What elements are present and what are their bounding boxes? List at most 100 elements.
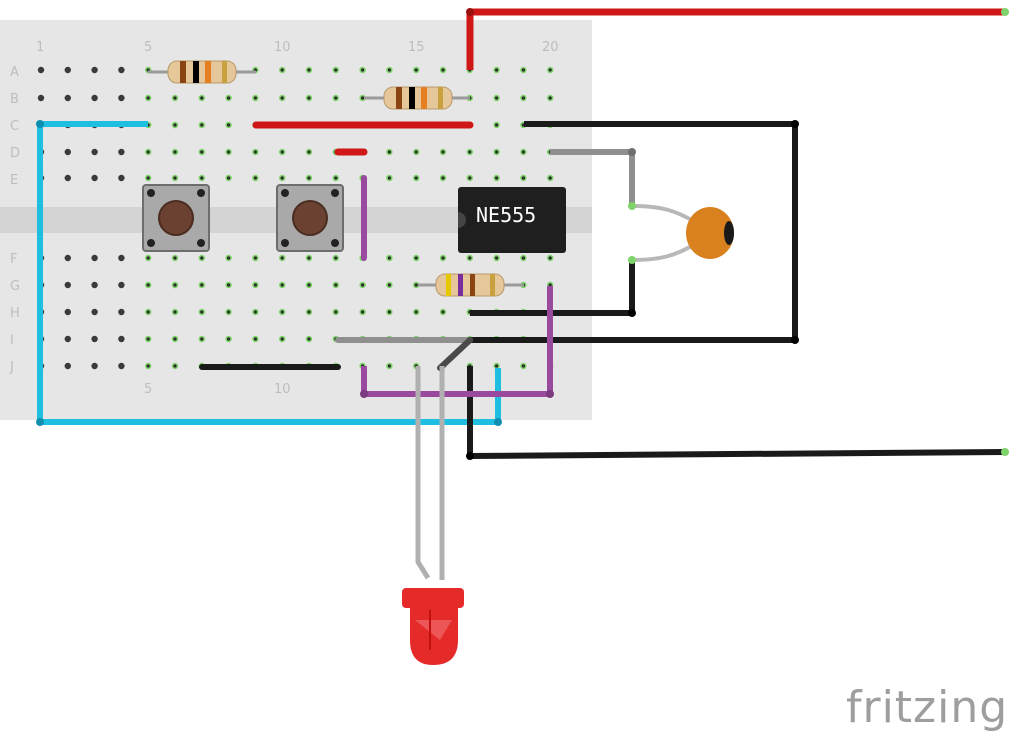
breadboard-hole-center <box>307 68 311 72</box>
breadboard-hole-center <box>521 150 526 154</box>
breadboard-hole-center <box>361 310 365 314</box>
breadboard-hole-center <box>146 310 150 314</box>
breadboard-hole-center <box>173 256 177 260</box>
breadboard-hole-center <box>253 176 257 180</box>
breadboard-hole-center <box>200 337 204 341</box>
breadboard-hole <box>64 335 72 343</box>
wire-gray-to-capacitor <box>550 148 636 205</box>
breadboard-hole-center <box>387 68 391 72</box>
row-letter-a: A <box>10 65 19 80</box>
ceramic-capacitor <box>628 202 734 264</box>
breadboard-hole-center <box>414 310 418 314</box>
breadboard-hole-center <box>441 176 445 180</box>
breadboard-hole-center <box>468 256 472 260</box>
wire-black-ground-long <box>470 120 799 344</box>
breadboard-hole-center <box>307 283 311 287</box>
breadboard-hole-center <box>495 68 499 72</box>
breadboard-hole-center <box>361 283 365 287</box>
breadboard-hole-center <box>280 176 284 180</box>
row-letter-f: F <box>10 252 17 267</box>
breadboard-hole <box>91 174 98 182</box>
breadboard-hole-center <box>414 283 418 287</box>
breadboard-hole-center <box>441 310 445 314</box>
breadboard-hole-center <box>521 176 526 180</box>
breadboard-hole-center <box>146 150 150 154</box>
breadboard-hole-center <box>280 337 284 341</box>
breadboard-hole <box>118 66 125 74</box>
breadboard-hole-center <box>173 96 177 100</box>
breadboard-hole-center <box>280 150 284 154</box>
breadboard-hole-center <box>334 96 338 100</box>
breadboard-hole-center <box>387 310 391 314</box>
wire-purple <box>360 175 554 398</box>
wire-red-power <box>466 8 1009 70</box>
column-number-15: 15 <box>408 40 425 55</box>
breadboard-hole <box>118 281 125 289</box>
breadboard-hole <box>91 254 98 262</box>
breadboard-hole <box>91 148 98 156</box>
breadboard-hole-center <box>548 176 552 180</box>
breadboard-hole-center <box>361 68 365 72</box>
breadboard-hole-center <box>307 310 311 314</box>
breadboard-hole-center <box>307 256 311 260</box>
breadboard-hole <box>91 308 98 316</box>
breadboard-hole-center <box>307 150 311 154</box>
breadboard-hole-center <box>200 96 204 100</box>
breadboard-hole-center <box>521 96 526 100</box>
breadboard-hole-center <box>227 123 231 127</box>
breadboard-hole-center <box>173 364 177 368</box>
breadboard-hole-center <box>280 96 284 100</box>
breadboard-hole-center <box>227 96 231 100</box>
breadboard-hole-center <box>227 283 231 287</box>
breadboard-hole-center <box>468 176 472 180</box>
breadboard-hole-center <box>307 337 311 341</box>
row-letter-c: C <box>10 119 19 134</box>
breadboard-hole-center <box>280 283 284 287</box>
breadboard-hole-center <box>280 310 284 314</box>
breadboard-hole-center <box>227 176 231 180</box>
breadboard-hole-center <box>441 68 445 72</box>
breadboard-hole-center <box>280 68 284 72</box>
breadboard-hole <box>64 148 72 156</box>
breadboard-hole <box>91 362 98 370</box>
row-letter-b: B <box>10 92 19 107</box>
breadboard-hole-center <box>548 283 552 287</box>
breadboard-hole <box>37 94 45 102</box>
breadboard-hole-center <box>548 96 552 100</box>
breadboard-hole <box>91 281 98 289</box>
breadboard-hole <box>91 335 98 343</box>
breadboard-hole <box>118 174 125 182</box>
breadboard-hole-center <box>521 364 526 368</box>
breadboard-hole-center <box>253 310 257 314</box>
breadboard-hole-center <box>548 68 552 72</box>
column-number-5-bottom: 5 <box>144 382 152 397</box>
breadboard-hole-center <box>146 337 150 341</box>
breadboard-hole-center <box>173 283 177 287</box>
column-number-10: 10 <box>274 40 291 55</box>
breadboard-hole-center <box>334 283 338 287</box>
resistor-1 <box>148 60 256 84</box>
breadboard-hole-center <box>495 256 499 260</box>
breadboard-hole-center <box>146 96 150 100</box>
row-letter-g: G <box>10 279 20 294</box>
breadboard-hole-center <box>495 96 499 100</box>
breadboard-hole <box>64 254 72 262</box>
breadboard-hole-center <box>414 68 418 72</box>
breadboard-hole-center <box>173 337 177 341</box>
breadboard-hole-center <box>521 256 526 260</box>
breadboard-hole-center <box>441 150 445 154</box>
column-number-1: 1 <box>36 40 44 55</box>
breadboard-hole <box>91 94 98 102</box>
breadboard-hole-center <box>146 364 150 368</box>
breadboard-hole-center <box>414 176 418 180</box>
breadboard-hole-center <box>521 68 526 72</box>
breadboard-hole-center <box>387 283 391 287</box>
breadboard-hole-center <box>173 150 177 154</box>
breadboard-hole <box>64 174 72 182</box>
row-letter-i: I <box>10 333 14 348</box>
breadboard-hole <box>118 254 125 262</box>
breadboard-hole <box>64 66 72 74</box>
breadboard-hole-center <box>253 256 257 260</box>
breadboard-hole-center <box>200 310 204 314</box>
